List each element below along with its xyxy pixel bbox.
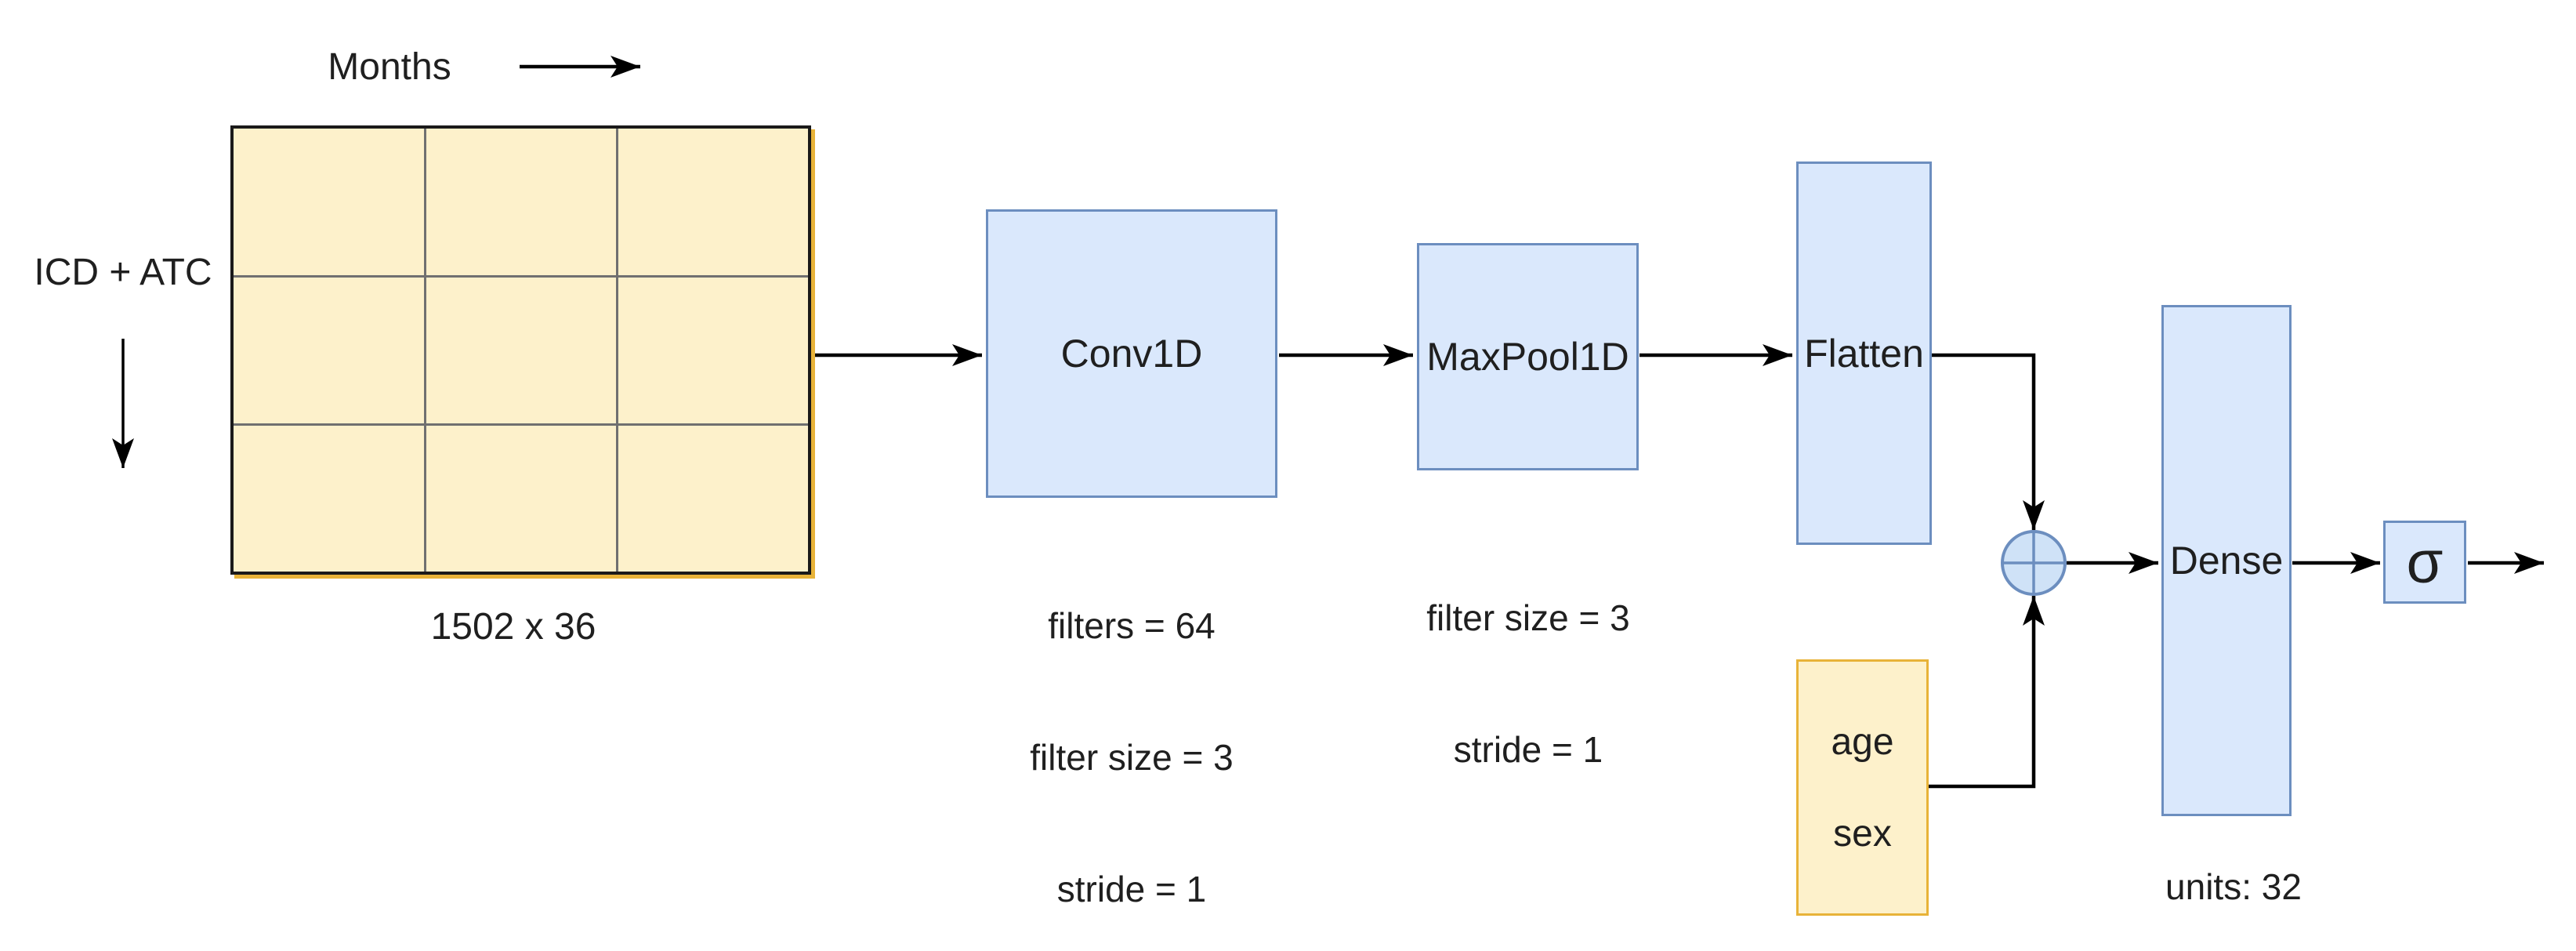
dense-layer-box: Dense [2161, 305, 2292, 816]
conv1d-param-filter-size: filter size = 3 [1030, 737, 1234, 778]
connector-flatten-to-concat [1932, 353, 2045, 530]
conv1d-layer-box: Conv1D [986, 209, 1277, 498]
input-matrix-grid [230, 125, 811, 575]
maxpool1d-params: filter size = 3 stride = 1 [1371, 508, 1685, 859]
input-size-label: 1502 x 36 [430, 606, 596, 648]
grid-line-horizontal-1 [234, 275, 808, 278]
demographics-input-box: age sex [1796, 659, 1929, 916]
dense-units-label: units: 32 [2165, 866, 2302, 907]
conv1d-param-filters: filters = 64 [1048, 605, 1216, 646]
sigma-label: σ [2406, 528, 2444, 596]
flatten-layer-box: Flatten [1796, 162, 1932, 545]
conv1d-label: Conv1D [1060, 332, 1203, 376]
conv1d-param-stride: stride = 1 [1056, 869, 1207, 909]
sigma-activation-box: σ [2383, 521, 2466, 604]
grid-line-vertical-2 [615, 129, 618, 572]
age-label: age [1831, 721, 1894, 763]
grid-line-horizontal-2 [234, 423, 808, 426]
maxpool1d-param-stride: stride = 1 [1453, 729, 1603, 770]
circle-plus-icon [2001, 530, 2067, 596]
maxpool1d-label: MaxPool1D [1426, 335, 1629, 379]
conv1d-params: filters = 64 filter size = 3 stride = 1 [975, 516, 1288, 951]
icd-atc-axis-label: ICD + ATC [34, 252, 212, 293]
dense-label: Dense [2169, 539, 2284, 583]
grid-line-vertical-1 [424, 129, 427, 572]
months-axis-label: Months [328, 46, 451, 88]
sex-label: sex [1833, 812, 1892, 855]
maxpool1d-param-filter-size: filter size = 3 [1426, 597, 1630, 638]
flatten-label: Flatten [1804, 331, 1924, 376]
connector-agesex-to-concat [1928, 596, 2045, 789]
maxpool1d-layer-box: MaxPool1D [1417, 243, 1639, 470]
